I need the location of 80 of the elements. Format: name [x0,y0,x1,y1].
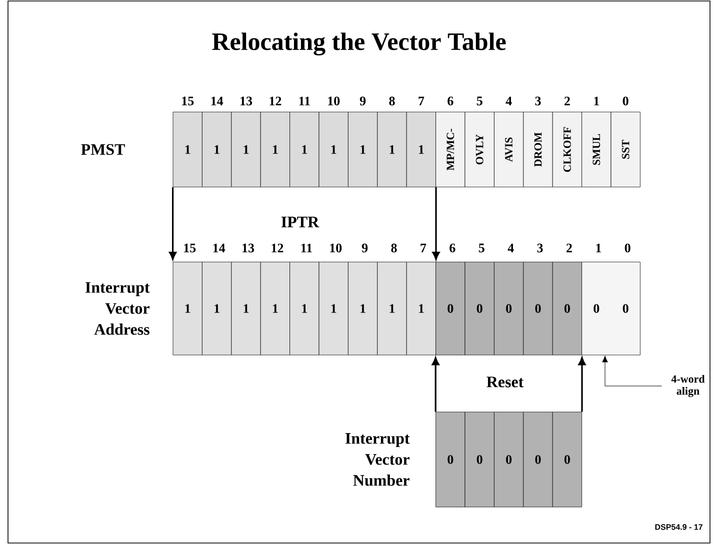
bit-number: 15 [182,96,194,106]
bit-number: 6 [448,96,454,106]
register-cell: DROM [523,112,553,188]
register-cell: 1 [202,262,232,356]
register-cell: 0 [552,412,582,508]
register-cell: 1 [348,112,378,188]
register-cell: 1 [406,262,436,356]
register-cell: 1 [202,112,232,188]
bit-number: 2 [564,96,570,106]
register-cell: 1 [377,112,407,188]
register-cell: OVLY [464,112,494,188]
register-cell: 1 [348,262,378,356]
register-cell: MP/MC- [436,112,466,188]
bit-number: 12 [272,244,284,252]
bit-number: 3 [535,96,541,106]
bit-number: 15 [184,244,196,252]
register-cell: SST [610,112,640,188]
register-cell: 0 [523,412,553,508]
bit-number: 8 [391,244,397,252]
register-cell: 1 [318,112,348,188]
bit-number: 2 [566,244,572,252]
register-cell: 1 [260,112,290,188]
register-cell: 0 [436,262,466,356]
register-cell: 0 [523,262,553,356]
register-cell: 1 [260,262,290,356]
register-cell: 1 [318,262,348,356]
bit-number: 8 [389,96,395,106]
register-cell: AVIS [494,112,524,188]
register-cell: 0 [464,412,494,508]
register-cell: 1 [290,112,320,188]
bit-number: 5 [476,96,482,106]
bit-number: 10 [330,244,342,252]
bit-number: 14 [213,244,226,252]
register-cell: 1 [406,112,436,188]
bit-number: 1 [596,244,601,252]
bit-number: 3 [537,244,543,252]
bit-number: 0 [622,96,628,106]
register-cell: 1 [290,262,320,356]
register-cell: SMUL [582,112,612,188]
bit-number: 13 [242,244,254,252]
register-cell: 0 [552,262,582,356]
row-label: Interrupt Vector Address [85,282,150,335]
page-number: DSP54.9 - 17 [655,524,702,530]
bit-number: 11 [299,96,310,106]
bit-number: 12 [270,96,282,106]
bit-number: 9 [362,244,368,252]
bit-number: 6 [450,244,456,252]
register-cell: 0 0 [582,262,640,356]
bit-number: 14 [211,96,224,106]
arrow [432,187,440,260]
register-cell: 0 [464,262,494,356]
register-cell: 1 [172,262,202,356]
arrow [578,357,586,412]
register-cell: CLKOFF [552,112,582,188]
bit-number: 9 [360,96,366,106]
register-cell: 0 [494,262,524,356]
register-cell: 0 [494,412,524,508]
bit-number: 5 [478,244,484,252]
bit-number: 4 [508,244,514,252]
register-cell: 1 [172,112,202,188]
bit-number: 7 [420,244,426,252]
title: Relocating the Vector Table [212,32,506,56]
bit-number: 10 [328,96,340,106]
bit-number: 13 [240,96,252,106]
bit-number: 1 [594,96,599,106]
register-cell: 0 [436,412,466,508]
register-cell: 1 [231,262,261,356]
arrow [169,187,177,260]
register-cell: 1 [231,112,261,188]
register-name: IPTR [281,216,320,228]
bit-number: 4 [506,96,512,106]
leader-line [602,356,662,386]
bit-number: 7 [418,96,424,106]
field-name: Reset [486,376,524,388]
bit-number: 11 [301,244,312,252]
row-label: PMST [81,144,125,155]
row-label: Interrupt Vector Number [345,433,410,486]
note-text: 4-word align [671,374,705,398]
arrow [432,357,440,412]
register-cell: 1 [377,262,407,356]
